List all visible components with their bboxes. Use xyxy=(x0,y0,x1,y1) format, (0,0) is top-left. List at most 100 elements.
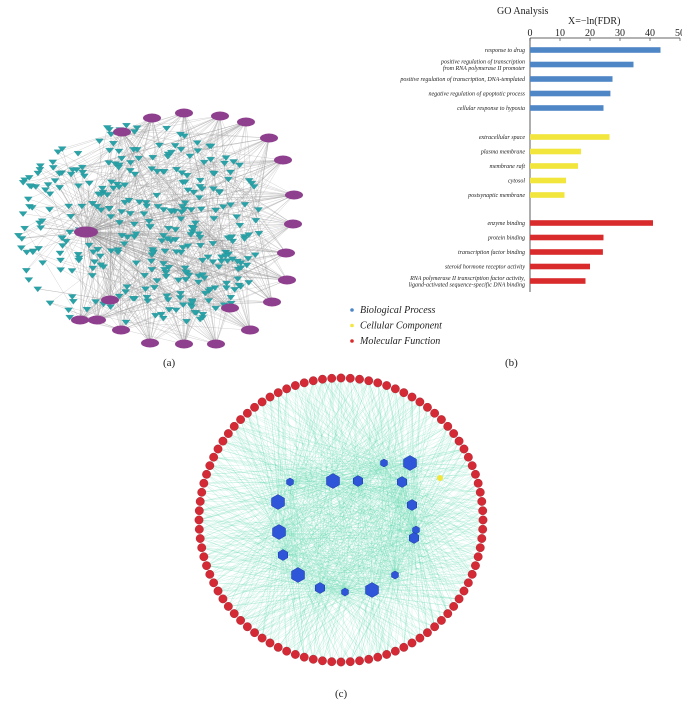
term-label: RNA polymerase II transcription factor a… xyxy=(409,275,525,282)
target-node xyxy=(17,245,26,251)
hub-node xyxy=(272,524,286,540)
edge xyxy=(413,457,469,539)
edge xyxy=(394,574,442,621)
edge xyxy=(209,465,417,531)
target-node xyxy=(61,239,71,245)
target-node xyxy=(226,202,235,208)
edge xyxy=(120,162,131,331)
target-node xyxy=(170,143,180,149)
edge xyxy=(234,426,385,464)
edge xyxy=(383,462,404,648)
edge xyxy=(297,574,360,661)
target-node xyxy=(58,243,67,249)
edge xyxy=(222,481,403,599)
edge xyxy=(304,382,373,591)
target-node xyxy=(27,205,37,211)
edge xyxy=(340,591,346,663)
edge xyxy=(217,504,413,592)
target-node xyxy=(166,149,176,156)
edge xyxy=(269,591,346,644)
edge xyxy=(368,481,403,660)
target-node xyxy=(126,160,135,166)
edge xyxy=(146,205,217,345)
edge xyxy=(72,112,185,170)
target-node xyxy=(121,289,130,295)
target-node xyxy=(119,241,129,247)
edge xyxy=(304,382,417,531)
edge xyxy=(278,426,448,533)
edge xyxy=(411,504,482,539)
pathway-node xyxy=(213,586,223,596)
bar xyxy=(530,90,611,97)
edge xyxy=(82,117,153,173)
edge xyxy=(109,181,112,301)
edge xyxy=(394,433,454,576)
edge xyxy=(386,529,417,655)
edge xyxy=(203,556,299,576)
edge xyxy=(210,159,288,281)
edge xyxy=(199,186,251,331)
edge xyxy=(368,504,413,660)
edge xyxy=(282,433,454,556)
edge xyxy=(344,591,454,607)
edge xyxy=(79,121,247,258)
pathway-node xyxy=(382,650,392,659)
compound-node xyxy=(101,295,119,305)
edge xyxy=(344,591,360,661)
target-node xyxy=(186,232,196,238)
pathway-node xyxy=(257,633,267,643)
edge xyxy=(120,128,167,331)
target-node xyxy=(182,319,191,325)
target-node xyxy=(242,262,252,269)
target-node xyxy=(206,143,216,150)
edge xyxy=(199,510,373,591)
edge xyxy=(262,537,415,639)
target-node xyxy=(34,246,43,252)
target-node xyxy=(105,147,114,154)
edge xyxy=(247,413,413,506)
pathway-node xyxy=(229,421,239,431)
edge xyxy=(297,556,479,576)
edge xyxy=(234,426,415,539)
edge xyxy=(240,419,385,464)
target-node xyxy=(152,169,162,175)
edge xyxy=(109,251,154,301)
pathway-node xyxy=(475,487,485,497)
target-node xyxy=(151,313,160,319)
target-node xyxy=(20,226,29,232)
edge xyxy=(278,589,373,648)
bar xyxy=(530,278,586,284)
pathway-node xyxy=(364,654,374,664)
edge xyxy=(297,574,314,660)
target-node xyxy=(163,154,173,160)
edge xyxy=(282,378,351,556)
hub-node xyxy=(286,477,294,487)
edge xyxy=(79,254,153,321)
pathway-node xyxy=(202,469,211,479)
target-node xyxy=(90,259,99,265)
target-node xyxy=(78,169,88,176)
edge xyxy=(322,379,417,531)
edge xyxy=(289,385,387,483)
target-node xyxy=(208,241,218,247)
target-node xyxy=(48,165,58,171)
edge xyxy=(350,378,415,539)
edge xyxy=(26,117,153,271)
x-tick-label: 20 xyxy=(585,28,595,39)
edge xyxy=(201,547,284,556)
edge xyxy=(21,115,221,239)
target-node xyxy=(178,245,188,251)
edge xyxy=(118,150,287,254)
target-node xyxy=(56,267,66,273)
edge xyxy=(262,554,284,639)
target-node xyxy=(104,160,114,166)
edge xyxy=(304,504,413,658)
edge xyxy=(269,397,279,503)
target-node xyxy=(189,189,199,196)
target-node xyxy=(33,170,43,177)
edge xyxy=(282,441,460,556)
edge xyxy=(401,448,465,483)
pathway-node xyxy=(478,515,488,525)
edge xyxy=(277,388,287,503)
